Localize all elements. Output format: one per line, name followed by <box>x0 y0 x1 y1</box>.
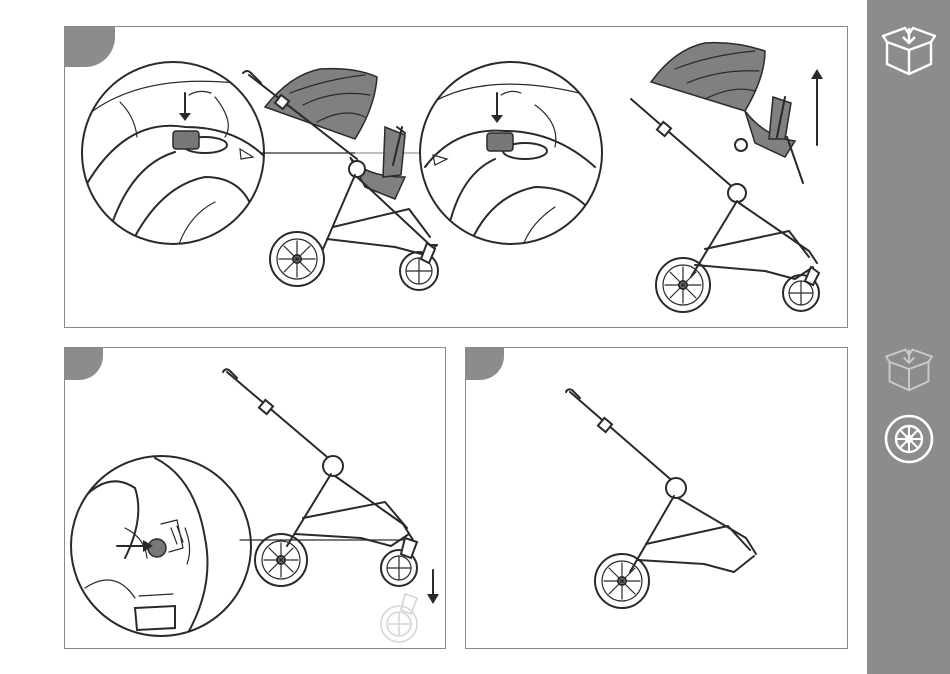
wheel-release-illustration <box>65 348 446 649</box>
box-icon-faded <box>867 346 950 392</box>
step-panel-1 <box>64 26 848 328</box>
step-panel-2 <box>64 347 446 649</box>
frame-without-wheels-illustration <box>466 348 848 649</box>
section-sidebar <box>867 0 950 674</box>
seat-removal-illustration <box>65 27 848 328</box>
box-icon <box>867 24 950 76</box>
wheel-icon <box>867 413 950 465</box>
step-panel-3 <box>465 347 848 649</box>
